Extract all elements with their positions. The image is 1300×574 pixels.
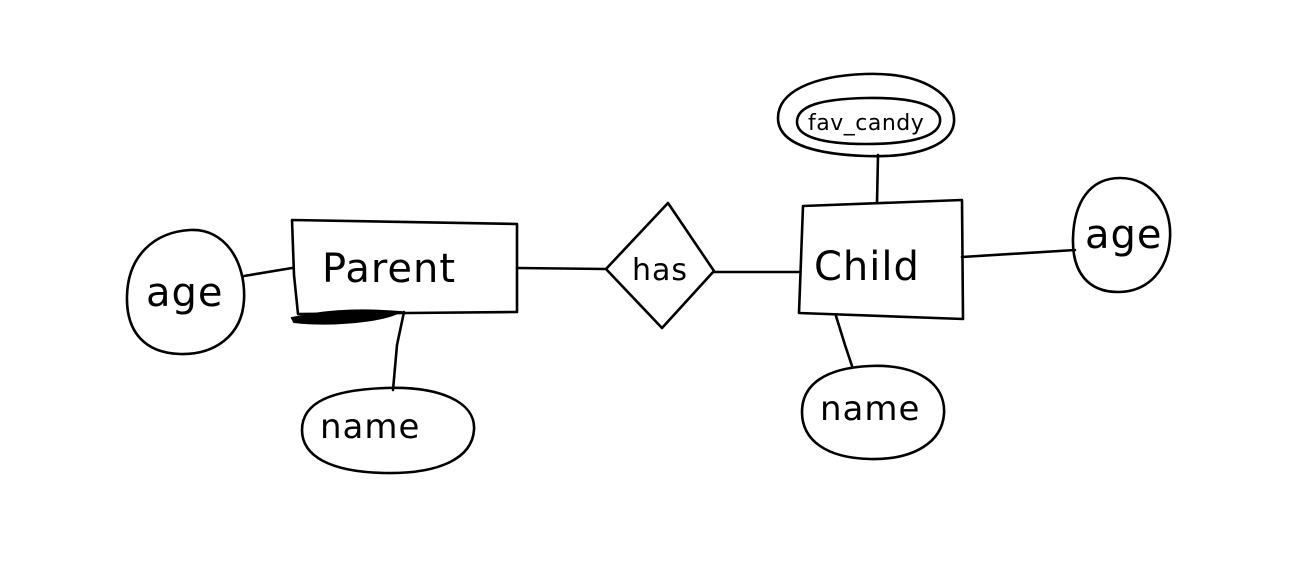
line-child-to-name: [834, 314, 854, 368]
attribute-parent-name[interactable]: name: [300, 386, 476, 475]
attribute-child-age[interactable]: age: [1071, 176, 1172, 294]
attribute-child-fav-candy-label: fav_candy: [808, 111, 924, 136]
attribute-child-name[interactable]: name: [800, 364, 946, 461]
line-child-to-fav-candy: [875, 153, 880, 205]
attribute-child-name-oval: [800, 364, 946, 461]
entity-parent-box: [290, 218, 519, 316]
entity-child-label: Child: [814, 244, 920, 290]
entity-parent[interactable]: Parent: [290, 218, 519, 325]
line-parent-to-age: [242, 266, 294, 278]
attribute-child-age-label: age: [1085, 212, 1163, 258]
attribute-parent-name-label: name: [320, 407, 420, 447]
attribute-child-age-oval: [1071, 176, 1172, 294]
connector-lines: [242, 153, 1077, 392]
entity-child[interactable]: Child: [797, 198, 965, 321]
attribute-child-name-label: name: [820, 389, 920, 429]
line-parent-to-has: [515, 266, 608, 271]
entity-parent-scribble: [290, 309, 404, 325]
attribute-parent-name-oval: [300, 386, 476, 475]
relationship-has-diamond: [604, 201, 716, 330]
line-parent-to-name: [391, 310, 406, 392]
relationship-has-label: has: [632, 253, 688, 288]
entity-child-box: [797, 198, 965, 321]
attribute-child-fav-candy[interactable]: fav_candy: [776, 72, 956, 158]
relationship-has[interactable]: has: [604, 201, 716, 330]
attribute-parent-age-oval: [125, 228, 246, 356]
attribute-parent-age-label: age: [146, 270, 224, 316]
line-child-to-age: [960, 248, 1077, 259]
attribute-parent-age[interactable]: age: [125, 228, 246, 356]
attribute-child-fav-candy-inner-oval: [795, 96, 942, 146]
entity-parent-label: Parent: [322, 246, 456, 292]
attribute-child-fav-candy-outer-oval: [776, 72, 956, 158]
